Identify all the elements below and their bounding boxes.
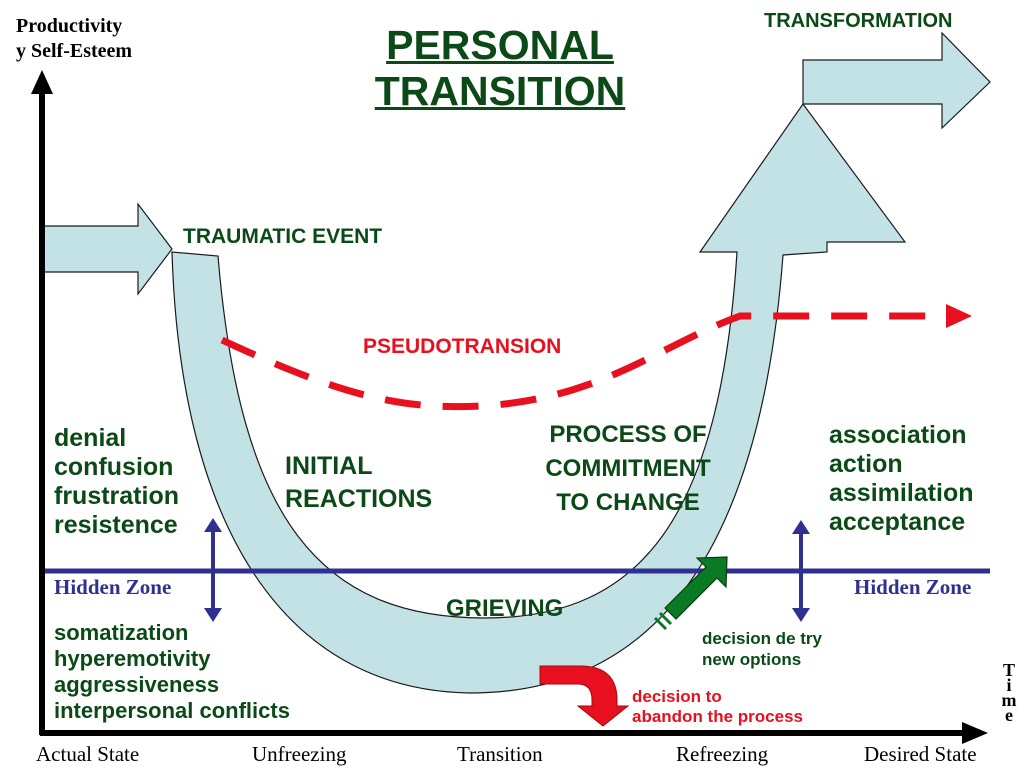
decision-try-line-2: new options — [702, 650, 802, 669]
outgoing-arrow — [802, 31, 991, 130]
transition-u-curve — [171, 102, 907, 694]
title-line-1: PERSONAL — [386, 22, 614, 68]
traumatic-event-label: TRAUMATIC EVENT — [183, 225, 383, 248]
list-item: resistence — [54, 511, 178, 539]
y-axis-label: Productivity y Self-Esteem — [16, 14, 132, 64]
time-letter: m — [1001, 690, 1017, 710]
commitment-line-2: COMMITMENT — [545, 455, 711, 482]
initial-reactions-line-2: REACTIONS — [285, 485, 433, 513]
initial-reactions-label: INITIAL REACTIONS — [285, 450, 432, 516]
stage-refreezing: Refreezing — [676, 742, 769, 766]
list-item: assimilation — [829, 479, 974, 507]
title-line-2: TRANSITION — [374, 68, 626, 114]
hidden-zone-right-double-arrow — [792, 520, 810, 622]
commitment-line-3: TO CHANGE — [556, 489, 700, 516]
decision-abandon-line-1: decision to — [632, 687, 722, 706]
decision-abandon-label: decision to abandon the process — [632, 687, 803, 727]
list-item: hyperemotivity — [54, 646, 211, 671]
list-item: denial — [54, 424, 127, 452]
decision-abandon-line-2: abandon the process — [632, 707, 803, 726]
stage-actual-state: Actual State — [36, 742, 140, 766]
grieving-label: GRIEVING — [446, 595, 564, 622]
hidden-zone-left-label: Hidden Zone — [54, 575, 172, 599]
commitment-line-1: PROCESS OF — [549, 421, 707, 448]
pseudotransition-arrowhead — [946, 304, 972, 328]
list-item: association — [829, 421, 967, 449]
list-item: confusion — [54, 453, 174, 481]
hidden-zone-right-label: Hidden Zone — [854, 575, 972, 599]
list-item: interpersonal conflicts — [54, 698, 290, 723]
stage-desired-state: Desired State — [864, 742, 977, 766]
reactions-below-list: somatization hyperemotivity aggressivene… — [54, 620, 290, 724]
abandon-process-arrow — [539, 665, 630, 727]
y-axis — [31, 70, 53, 735]
incoming-arrow — [43, 202, 173, 296]
time-letter: e — [1005, 705, 1013, 725]
y-axis-label-line-2: y Self-Esteem — [16, 40, 133, 62]
stage-transition: Transition — [457, 742, 543, 766]
pseudotransition-dashed-line — [220, 312, 950, 411]
transformation-label: TRANSFORMATION — [764, 10, 953, 32]
page-title: PERSONAL TRANSITION — [350, 22, 650, 114]
stage-labels: Actual State Unfreezing Transition Refre… — [0, 742, 1024, 768]
list-item: somatization — [54, 620, 189, 645]
time-axis-label: T i m e — [996, 660, 1022, 725]
time-letter: T — [1002, 660, 1015, 680]
pseudotransition-label: PSEUDOTRANSION — [363, 335, 562, 358]
hidden-zone-left-double-arrow — [204, 518, 222, 622]
acceptance-list: association action assimilation acceptan… — [829, 421, 974, 537]
list-item: frustration — [54, 482, 179, 510]
initial-reactions-line-1: INITIAL — [285, 452, 373, 480]
decision-try-label: decision de try new options — [702, 628, 822, 670]
stage-unfreezing: Unfreezing — [252, 742, 347, 766]
time-letter: i — [1006, 675, 1012, 695]
reactions-above-list: denial confusion frustration resistence — [54, 424, 179, 540]
x-axis — [40, 722, 988, 744]
list-item: aggressiveness — [54, 672, 220, 697]
commitment-label: PROCESS OF COMMITMENT TO CHANGE — [518, 418, 738, 520]
list-item: action — [829, 450, 903, 478]
y-axis-label-line-1: Productivity — [16, 15, 123, 37]
list-item: acceptance — [829, 508, 966, 536]
decision-try-line-1: decision de try — [702, 629, 822, 648]
try-new-options-arrow — [653, 556, 728, 631]
